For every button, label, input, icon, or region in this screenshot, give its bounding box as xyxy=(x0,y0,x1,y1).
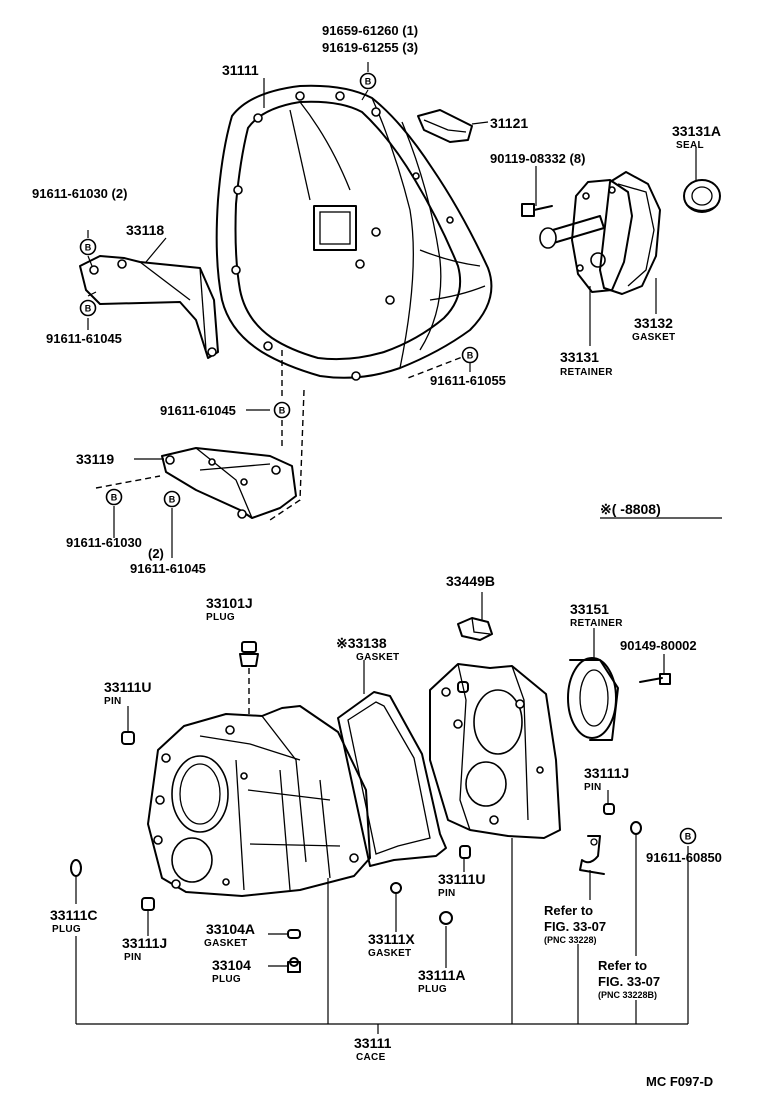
label-91611-61045-a: 91611-61045 xyxy=(46,331,122,346)
label-33138: ※33138 xyxy=(336,635,387,651)
label-91611-61030-b: 91611-61030 xyxy=(66,535,142,550)
bolt-marker-icon: B xyxy=(679,827,697,845)
bolt-markers: B B B B B B B B xyxy=(79,72,697,845)
label-33111: 33111 xyxy=(354,1035,392,1051)
label-33111a: 33111A xyxy=(418,967,466,983)
svg-text:B: B xyxy=(279,406,286,416)
refer-label-1-line3: (PNC 33228) xyxy=(544,935,597,945)
label-33101j: 33101J xyxy=(206,595,253,611)
label-33104: 33104 xyxy=(212,957,251,973)
bolt-90149 xyxy=(639,673,671,685)
bolt-marker-icon: B xyxy=(461,346,479,364)
figure-code: MC F097-D xyxy=(646,1074,713,1089)
label-33111j-b-type: PIN xyxy=(124,952,142,963)
leader-lines xyxy=(75,62,722,1034)
label-33131: 33131 xyxy=(560,349,599,365)
clutch-housing-31111 xyxy=(215,84,493,381)
label-33111a-type: PLUG xyxy=(418,984,447,995)
label-33111j-a: 33111J xyxy=(584,765,629,781)
label-33104-type: PLUG xyxy=(212,974,241,985)
gasket-33138 xyxy=(337,691,447,867)
svg-text:B: B xyxy=(85,243,92,253)
intermediate-plate xyxy=(429,663,561,839)
label-33111x: 33111X xyxy=(368,931,415,947)
label-33111j-b: 33111J xyxy=(122,935,167,951)
label-33111j-a-type: PIN xyxy=(584,782,602,793)
label-33111u-a: 33111U xyxy=(104,679,152,695)
svg-text:B: B xyxy=(365,77,372,87)
label-91611-61030-a: 91611-61030 (2) xyxy=(32,186,127,201)
svg-text:B: B xyxy=(685,832,692,842)
label-33111-type: CACE xyxy=(356,1052,386,1063)
label-33151-type: RETAINER xyxy=(570,618,623,629)
refer-label-2-line1: Refer to xyxy=(598,958,647,973)
label-33104a: 33104A xyxy=(206,921,255,937)
transmission-case-33111 xyxy=(147,705,371,897)
refer-label-2-line3: (PNC 33228B) xyxy=(598,990,657,1000)
label-33101j-type: PLUG xyxy=(206,612,235,623)
bracket-33119 xyxy=(161,447,297,519)
cover-plate-31121 xyxy=(417,109,489,143)
label-33111u-b-type: PIN xyxy=(438,888,456,899)
svg-text:B: B xyxy=(169,495,176,505)
label-33132: 33132 xyxy=(634,315,673,331)
svg-text:B: B xyxy=(111,493,118,503)
label-33138-type: GASKET xyxy=(356,652,399,663)
refer-label-1-line1: Refer to xyxy=(544,903,593,918)
applicability-note: ※( -8808) xyxy=(600,501,661,517)
label-91611-61045-c: 91611-61045 xyxy=(130,561,206,576)
label-33131-type: RETAINER xyxy=(560,367,613,378)
label-33111x-type: GASKET xyxy=(368,948,411,959)
bolt-marker-icon: B xyxy=(273,401,291,419)
label-33119: 33119 xyxy=(76,451,114,467)
label-91611-61030-b-qty: (2) xyxy=(148,546,164,561)
label-33111c: 33111C xyxy=(50,907,98,923)
gasket-33132 xyxy=(599,171,661,295)
label-33449b: 33449B xyxy=(446,573,495,589)
label-90119-08332: 90119-08332 (8) xyxy=(490,151,585,166)
label-33131a: 33131A xyxy=(672,123,721,139)
label-33151: 33151 xyxy=(570,601,609,617)
bolt-marker-icon: B xyxy=(79,299,97,317)
label-31121: 31121 xyxy=(490,115,528,131)
svg-text:B: B xyxy=(85,304,92,314)
label-33104a-type: GASKET xyxy=(204,938,247,949)
retainer-33151 xyxy=(567,657,619,741)
refer-label-2-line2: FIG. 33-07 xyxy=(598,974,660,989)
bolt-marker-icon: B xyxy=(163,490,181,508)
small-parts xyxy=(70,681,642,973)
bracket-33118 xyxy=(79,255,219,359)
label-33111c-type: PLUG xyxy=(52,924,81,935)
bolt-marker-icon: B xyxy=(79,238,97,256)
part-labels: 31111 91659-61260 (1) 91619-61255 (3) 31… xyxy=(32,23,722,1089)
label-90149-80002: 90149-80002 xyxy=(620,638,697,653)
label-33118: 33118 xyxy=(126,222,164,238)
label-31111: 31111 xyxy=(222,62,259,78)
bracket-33449b xyxy=(457,617,493,641)
plug-33101j xyxy=(239,641,259,718)
label-91611-60850: 91611-60850 xyxy=(646,850,722,865)
bolt-marker-icon: B xyxy=(105,488,123,506)
label-33131a-type: SEAL xyxy=(676,140,704,151)
label-33111u-a-type: PIN xyxy=(104,696,122,707)
label-33132-type: GASKET xyxy=(632,332,675,343)
bolt-90119 xyxy=(521,203,553,217)
label-91611-61055: 91611-61055 xyxy=(430,373,506,388)
retainer-33131 xyxy=(539,179,633,293)
label-33111u-b: 33111U xyxy=(438,871,486,887)
label-91611-61045-b: 91611-61045 xyxy=(160,403,236,418)
seal-33131a xyxy=(683,179,721,213)
refer-label-1-line2: FIG. 33-07 xyxy=(544,919,606,934)
svg-text:B: B xyxy=(467,351,474,361)
label-91659-61260: 91659-61260 (1) xyxy=(322,23,418,38)
label-91619-61255: 91619-61255 (3) xyxy=(322,40,418,55)
bolt-marker-icon: B xyxy=(359,72,377,90)
